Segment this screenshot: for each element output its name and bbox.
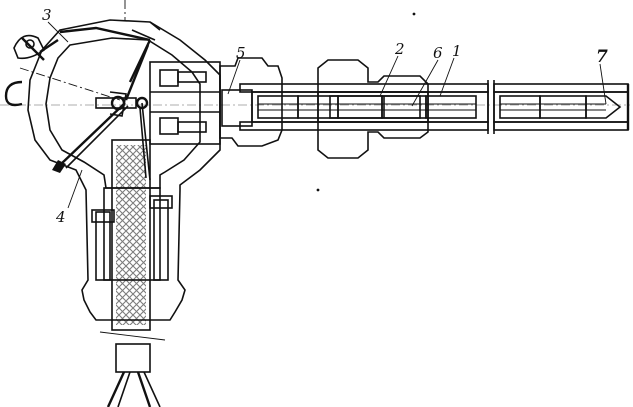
callout-1: 1: [452, 42, 462, 60]
tip-section-7: [493, 83, 630, 131]
callout-4: 4: [55, 208, 66, 226]
callout-5: 5: [236, 44, 246, 62]
ceramic-insulator-beads-6: [257, 95, 477, 119]
cable-gland: [91, 195, 173, 281]
callout-2: 2: [394, 40, 405, 58]
braided-cable: [99, 139, 166, 407]
leader-lines: [47, 21, 607, 209]
lid-clamp: [4, 34, 46, 107]
protective-tube-1: [219, 57, 495, 159]
terminal-block: [95, 61, 221, 145]
lid-3: [59, 26, 156, 83]
thermoelectrode-wires-4: [52, 44, 151, 181]
callout-6: 6: [433, 44, 443, 62]
callout-3: 3: [42, 6, 52, 24]
fitting-nut-2: [317, 59, 429, 159]
callout-7: 7: [596, 47, 608, 67]
